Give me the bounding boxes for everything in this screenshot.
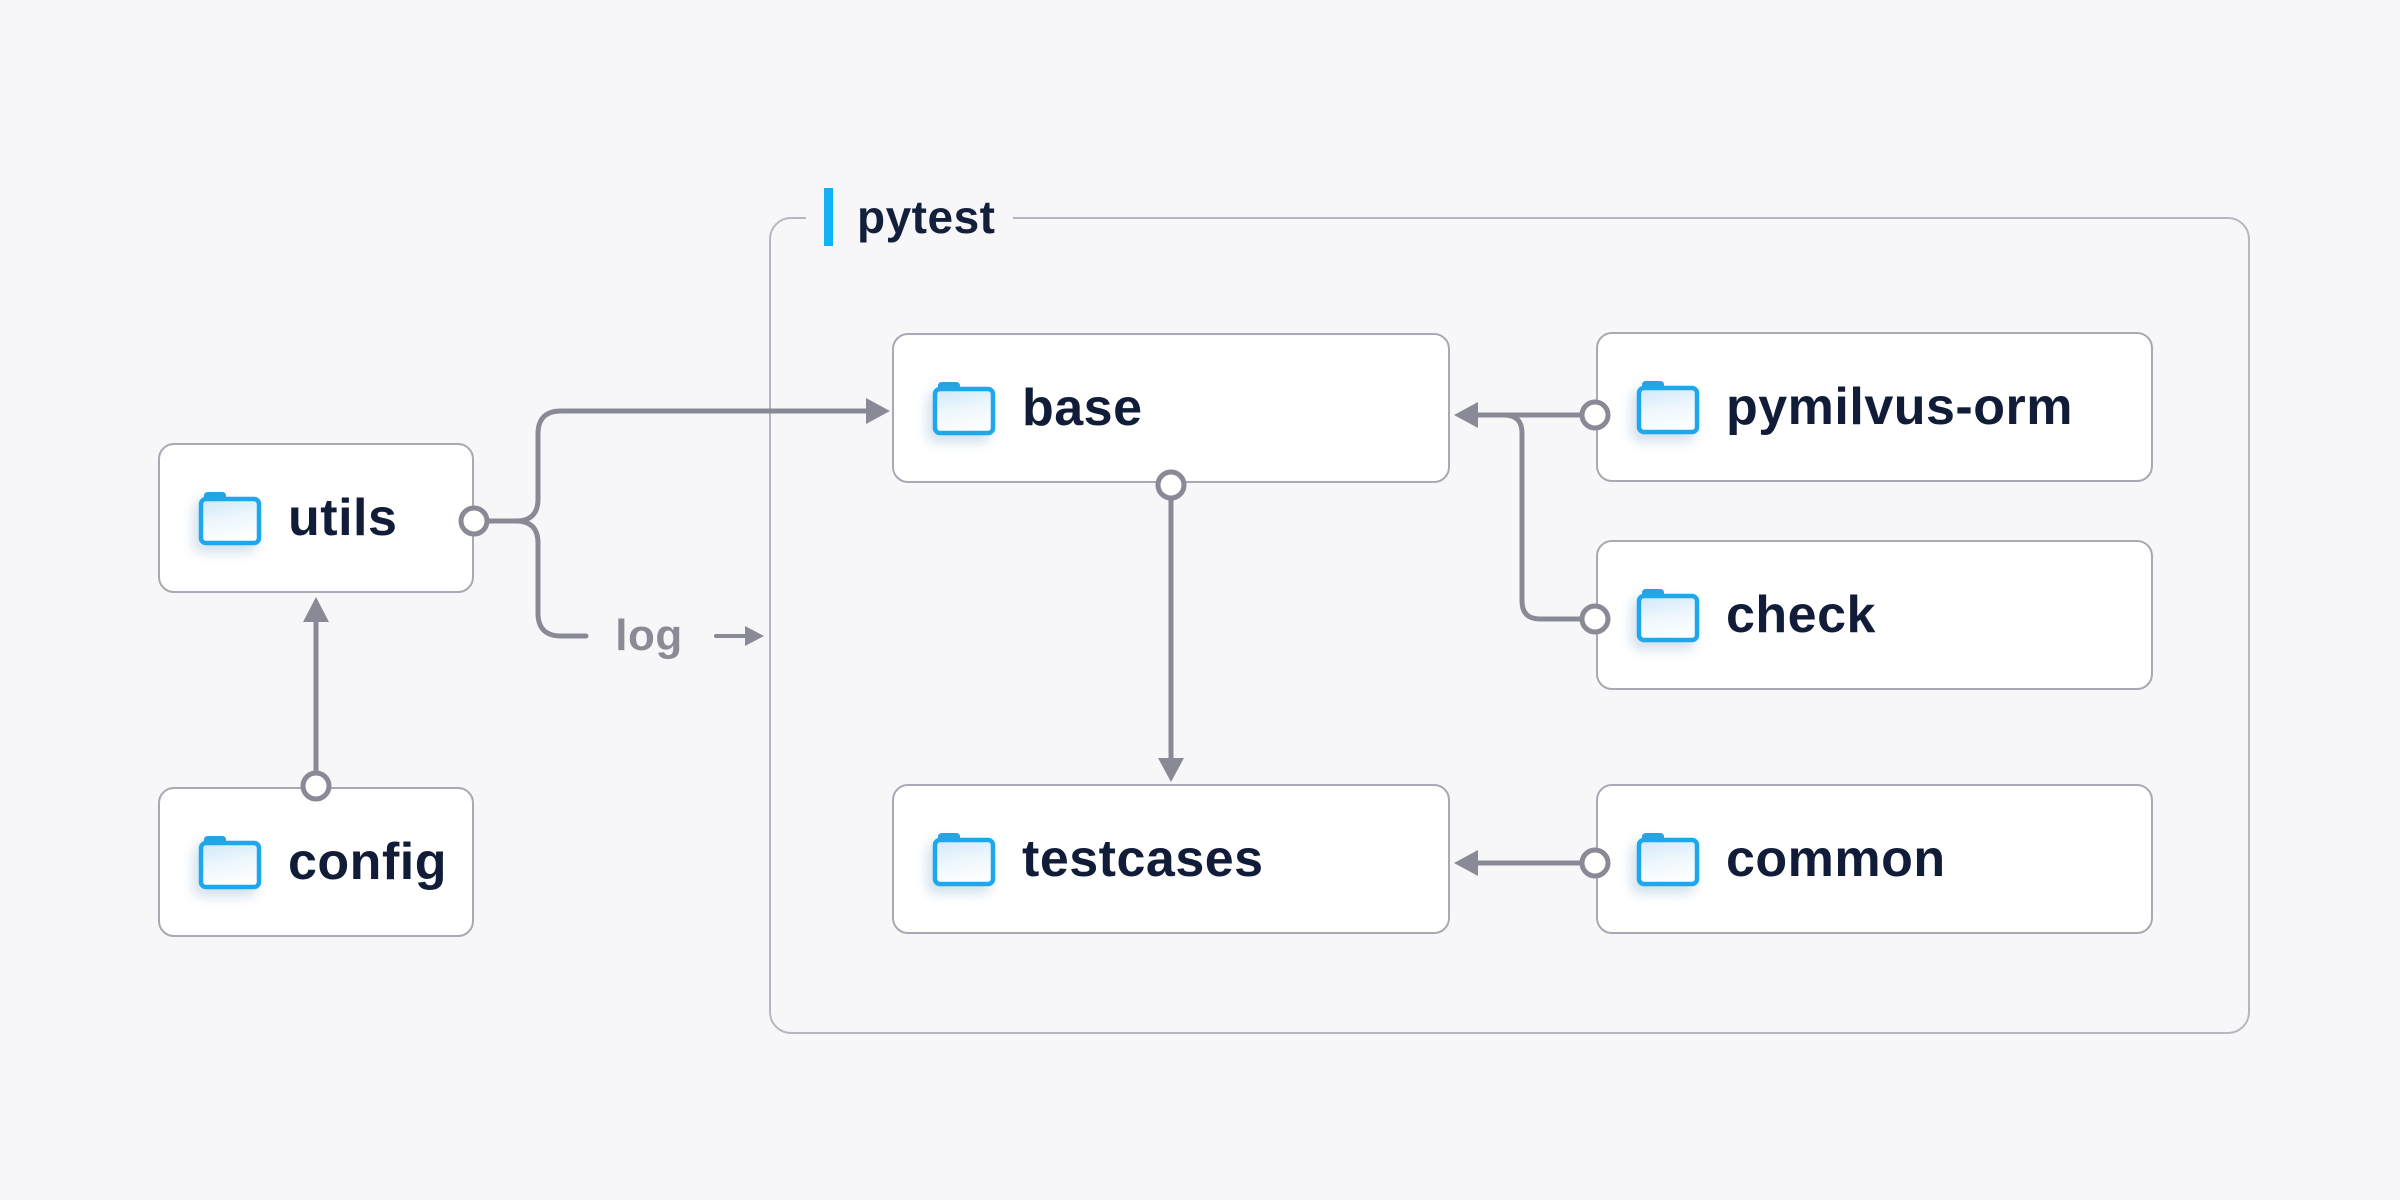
- node-common: common: [1596, 784, 2153, 934]
- node-check: check: [1596, 540, 2153, 690]
- folder-icon: [1636, 587, 1700, 643]
- node-label: utils: [288, 489, 398, 547]
- folder-icon: [198, 490, 262, 546]
- folder-icon: [198, 834, 262, 890]
- edge-utils-log: [513, 518, 589, 639]
- node-config: config: [158, 787, 474, 937]
- arrowhead: [745, 626, 764, 646]
- node-label: check: [1726, 586, 1876, 644]
- node-label: testcases: [1022, 830, 1264, 888]
- accent-bar: [824, 188, 833, 246]
- arrowhead: [303, 597, 329, 622]
- node-label: config: [288, 833, 447, 891]
- folder-icon: [932, 380, 996, 436]
- folder-icon: [1636, 831, 1700, 887]
- edge-label-log: log: [615, 611, 683, 660]
- group-pytest-label: pytest: [806, 186, 1014, 248]
- node-label: base: [1022, 379, 1143, 437]
- node-pymilvus-orm: pymilvus-orm: [1596, 332, 2153, 482]
- group-title: pytest: [857, 191, 996, 243]
- node-testcases: testcases: [892, 784, 1450, 934]
- folder-icon: [932, 831, 996, 887]
- node-utils: utils: [158, 443, 474, 593]
- node-base: base: [892, 333, 1450, 483]
- group-pytest: [769, 217, 2250, 1034]
- node-label: common: [1726, 830, 1946, 888]
- node-label: pymilvus-orm: [1726, 378, 2073, 436]
- folder-icon: [1636, 379, 1700, 435]
